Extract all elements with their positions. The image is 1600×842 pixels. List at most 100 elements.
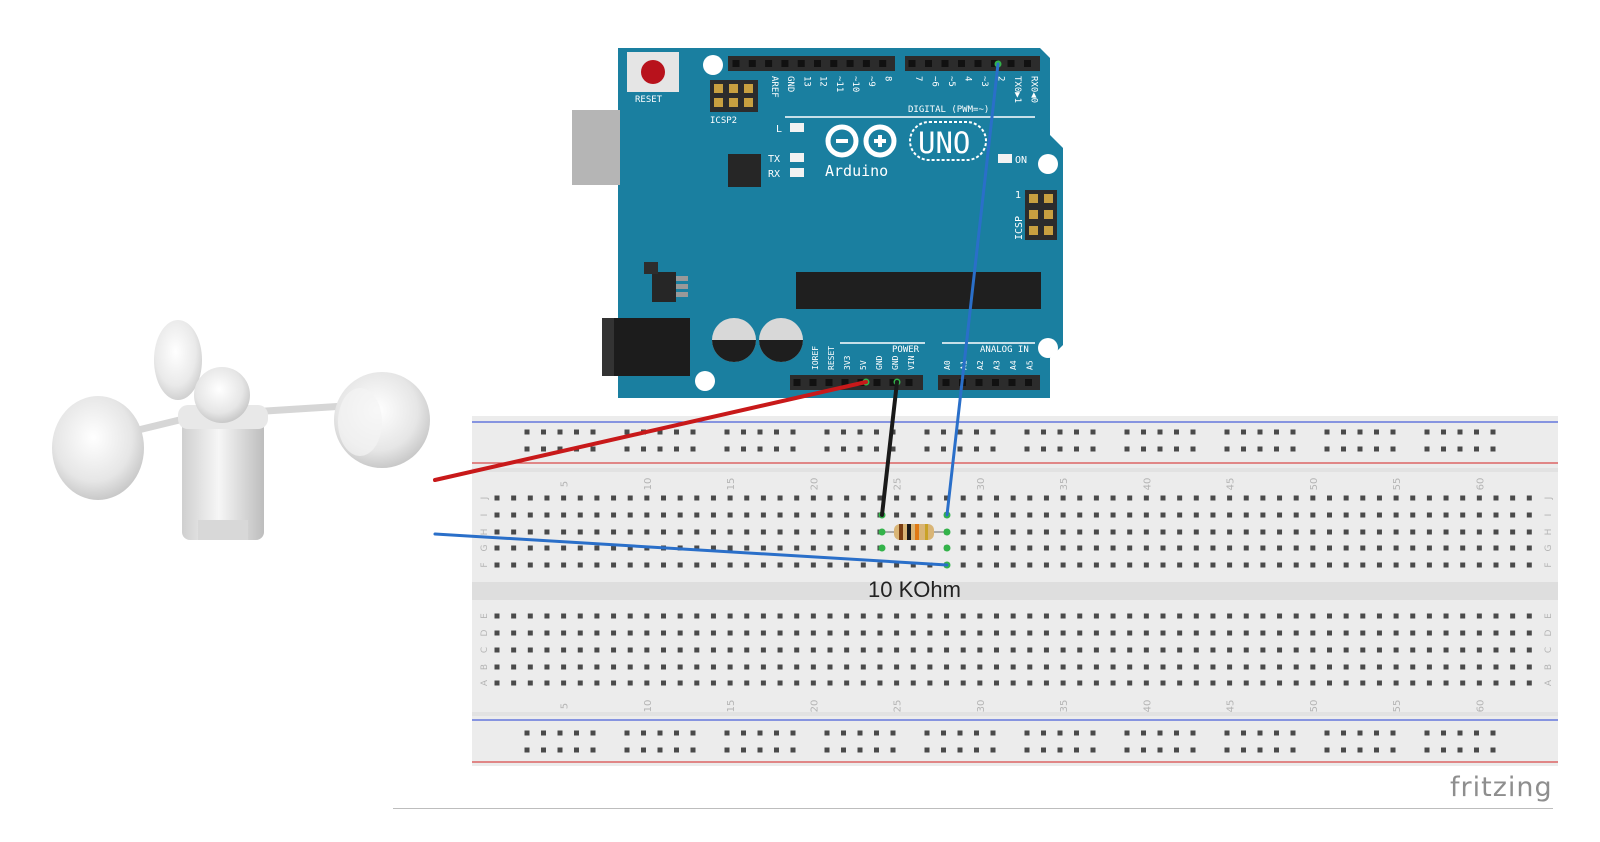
breadboard-hole[interactable] <box>910 495 916 501</box>
breadboard-hole[interactable] <box>677 512 683 518</box>
breadboard-hole[interactable] <box>1124 429 1130 435</box>
breadboard-hole[interactable] <box>1510 512 1516 518</box>
breadboard-hole[interactable] <box>1293 512 1299 518</box>
breadboard-hole[interactable] <box>1493 495 1499 501</box>
breadboard-hole[interactable] <box>494 680 500 686</box>
breadboard-hole[interactable] <box>1227 545 1233 551</box>
breadboard-hole[interactable] <box>541 747 546 753</box>
breadboard-hole[interactable] <box>990 446 996 452</box>
breadboard-hole[interactable] <box>1043 495 1049 501</box>
breadboard-hole[interactable] <box>860 630 866 636</box>
breadboard-hole[interactable] <box>877 647 883 653</box>
header-pin[interactable] <box>814 60 821 67</box>
breadboard-hole[interactable] <box>1274 429 1279 435</box>
header-pin[interactable] <box>905 379 913 386</box>
breadboard-hole[interactable] <box>941 730 946 736</box>
breadboard-hole[interactable] <box>1041 730 1046 736</box>
breadboard-hole[interactable] <box>1243 613 1249 619</box>
breadboard-hole[interactable] <box>1493 545 1499 551</box>
breadboard-hole[interactable] <box>1027 512 1033 518</box>
breadboard-hole[interactable] <box>1010 680 1016 686</box>
breadboard-hole[interactable] <box>544 647 550 653</box>
breadboard-hole[interactable] <box>594 495 600 501</box>
reset-button-cap[interactable] <box>641 60 665 84</box>
breadboard-hole[interactable] <box>1493 647 1499 653</box>
breadboard-hole[interactable] <box>1277 512 1283 518</box>
breadboard-hole[interactable] <box>1157 747 1163 753</box>
breadboard-hole[interactable] <box>1143 630 1149 636</box>
breadboard-hole[interactable] <box>860 545 866 551</box>
breadboard-hole[interactable] <box>794 680 800 686</box>
breadboard-hole[interactable] <box>810 512 816 518</box>
breadboard-hole[interactable] <box>1526 664 1532 670</box>
breadboard-hole[interactable] <box>977 664 983 670</box>
breadboard-hole[interactable] <box>611 630 617 636</box>
breadboard-hole[interactable] <box>1210 630 1216 636</box>
breadboard-hole[interactable] <box>1041 747 1046 753</box>
breadboard-hole[interactable] <box>611 613 617 619</box>
header-pin[interactable] <box>975 379 983 386</box>
breadboard-hole[interactable] <box>1090 747 1096 753</box>
breadboard-hole[interactable] <box>557 730 563 736</box>
breadboard-hole[interactable] <box>641 730 646 736</box>
breadboard-hole[interactable] <box>1376 495 1382 501</box>
breadboard-hole[interactable] <box>1010 529 1016 535</box>
breadboard-hole[interactable] <box>1341 747 1346 753</box>
breadboard-hole[interactable] <box>690 429 696 435</box>
breadboard-hole[interactable] <box>657 446 663 452</box>
breadboard-hole[interactable] <box>627 647 633 653</box>
breadboard-hole[interactable] <box>1476 647 1482 653</box>
breadboard-hole[interactable] <box>1127 613 1133 619</box>
breadboard-hole[interactable] <box>994 630 999 636</box>
breadboard-hole[interactable] <box>910 512 916 518</box>
breadboard-hole[interactable] <box>511 613 517 619</box>
breadboard-hole[interactable] <box>1127 630 1133 636</box>
breadboard-hole[interactable] <box>641 747 646 753</box>
breadboard-hole[interactable] <box>1210 545 1216 551</box>
breadboard-hole[interactable] <box>1526 512 1532 518</box>
breadboard-hole[interactable] <box>727 647 733 653</box>
breadboard-hole[interactable] <box>594 680 600 686</box>
breadboard-hole[interactable] <box>690 730 696 736</box>
breadboard-hole[interactable] <box>1343 647 1349 653</box>
breadboard-hole[interactable] <box>877 562 883 568</box>
breadboard-hole[interactable] <box>594 630 600 636</box>
breadboard-hole[interactable] <box>1041 429 1046 435</box>
breadboard-hole[interactable] <box>661 495 666 501</box>
breadboard-hole[interactable] <box>1160 680 1166 686</box>
breadboard-hole[interactable] <box>1110 647 1116 653</box>
breadboard-hole[interactable] <box>1174 446 1179 452</box>
breadboard-hole[interactable] <box>541 730 546 736</box>
breadboard-hole[interactable] <box>644 630 650 636</box>
breadboard-hole[interactable] <box>577 495 583 501</box>
breadboard-hole[interactable] <box>1210 529 1216 535</box>
breadboard-hole[interactable] <box>1093 664 1099 670</box>
breadboard-hole[interactable] <box>1277 680 1283 686</box>
breadboard-hole[interactable] <box>627 545 633 551</box>
breadboard-hole[interactable] <box>1124 446 1130 452</box>
breadboard-hole[interactable] <box>1043 680 1049 686</box>
breadboard-hole[interactable] <box>1260 562 1266 568</box>
breadboard-hole[interactable] <box>760 630 766 636</box>
breadboard-hole[interactable] <box>860 495 866 501</box>
breadboard-hole[interactable] <box>1357 429 1363 435</box>
breadboard-hole[interactable] <box>927 512 933 518</box>
breadboard-hole[interactable] <box>1360 495 1366 501</box>
breadboard-hole[interactable] <box>1341 730 1346 736</box>
breadboard-hole[interactable] <box>1310 630 1316 636</box>
breadboard-hole[interactable] <box>594 664 600 670</box>
breadboard-hole[interactable] <box>1160 630 1166 636</box>
breadboard-hole[interactable] <box>894 664 900 670</box>
breadboard-hole[interactable] <box>1327 562 1332 568</box>
breadboard-hole[interactable] <box>594 512 600 518</box>
breadboard-hole[interactable] <box>1224 730 1230 736</box>
breadboard-hole[interactable] <box>810 680 816 686</box>
breadboard-hole[interactable] <box>727 613 733 619</box>
breadboard-hole[interactable] <box>1474 730 1479 736</box>
breadboard-hole[interactable] <box>1443 495 1449 501</box>
breadboard-hole[interactable] <box>1227 680 1233 686</box>
breadboard-hole[interactable] <box>644 562 650 568</box>
breadboard-hole[interactable] <box>677 647 683 653</box>
breadboard-hole[interactable] <box>1077 664 1083 670</box>
breadboard-hole[interactable] <box>790 429 796 435</box>
